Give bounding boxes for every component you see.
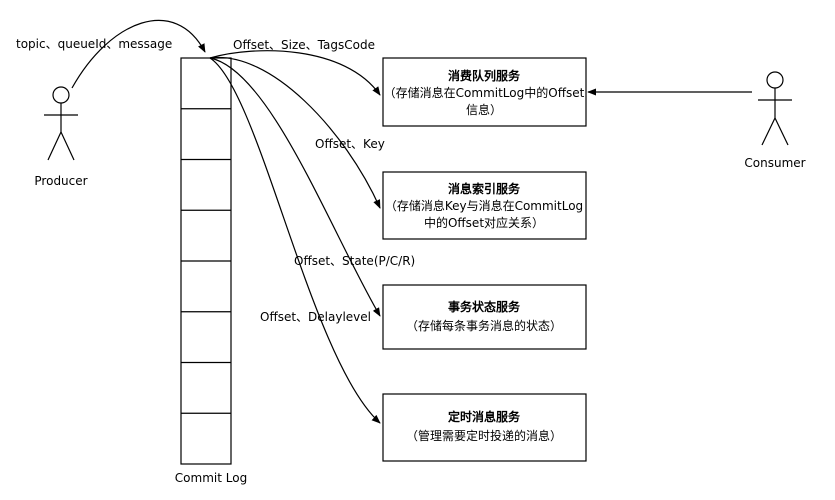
producer-right-leg bbox=[60, 131, 75, 161]
consumer-left-leg bbox=[761, 117, 776, 146]
service-transaction-state: 事务状态服务 （存储每条事务消息的状态） bbox=[382, 284, 587, 350]
edge-consume-queue bbox=[209, 50, 381, 96]
consumer-head bbox=[766, 71, 784, 89]
service-scheduled-message: 定时消息服务 （管理需要定时投递的消息） bbox=[382, 393, 587, 462]
commit-log: Commit Log bbox=[175, 57, 247, 485]
producer-message-label: topic、queueId、message bbox=[16, 37, 172, 51]
service-title: 消息索引服务 bbox=[448, 181, 521, 196]
edge-label-index: Offset、Key bbox=[315, 137, 385, 151]
producer-head bbox=[52, 86, 70, 104]
service-desc-line: （存储消息Key与消息在CommitLog bbox=[385, 198, 583, 213]
consumer-right-leg bbox=[774, 117, 789, 146]
producer-left-leg bbox=[47, 131, 62, 161]
commit-log-label: Commit Log bbox=[175, 471, 247, 485]
service-title: 定时消息服务 bbox=[448, 409, 521, 424]
consumer-actor: Consumer bbox=[744, 71, 806, 170]
service-desc-line: （管理需要定时投递的消息） bbox=[406, 428, 562, 443]
edge-label-transaction: Offset、State(P/C/R) bbox=[294, 254, 415, 268]
service-desc-line: 信息） bbox=[466, 102, 502, 117]
producer-to-commitlog-arrow bbox=[71, 19, 206, 89]
service-desc-line: （存储每条事务消息的状态） bbox=[406, 318, 562, 333]
service-title: 事务状态服务 bbox=[448, 299, 521, 314]
service-message-index: 消息索引服务 （存储消息Key与消息在CommitLog 中的Offset对应关… bbox=[382, 171, 587, 240]
service-desc-line: 中的Offset对应关系） bbox=[424, 215, 544, 230]
service-consume-queue: 消费队列服务 （存储消息在CommitLog中的Offset 信息） bbox=[382, 57, 587, 127]
service-title: 消费队列服务 bbox=[448, 68, 521, 83]
producer-label: Producer bbox=[34, 174, 87, 188]
edge-label-schedule: Offset、Delaylevel bbox=[260, 310, 371, 324]
edge-transaction bbox=[209, 57, 381, 317]
consumer-label: Consumer bbox=[744, 156, 805, 170]
service-box bbox=[382, 171, 587, 240]
service-box bbox=[382, 57, 587, 127]
edge-index bbox=[209, 56, 381, 209]
edge-label-consume-queue: Offset、Size、TagsCode bbox=[233, 38, 375, 52]
edge-schedule bbox=[209, 57, 381, 424]
service-box bbox=[382, 284, 587, 350]
service-box bbox=[382, 393, 587, 462]
service-desc-line: （存储消息在CommitLog中的Offset bbox=[384, 85, 585, 100]
producer-actor: Producer bbox=[34, 86, 88, 188]
